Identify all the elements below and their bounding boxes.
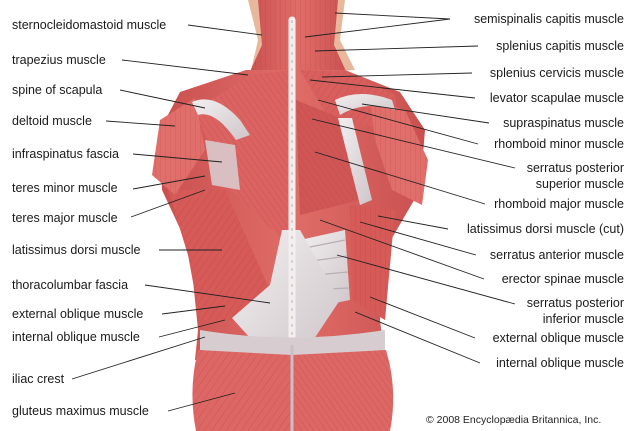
label-rhomboid-minor: rhomboid minor muscle — [494, 137, 624, 151]
label-spine-of-scapula: spine of scapula — [12, 83, 102, 97]
label-latissimus-dorsi: latissimus dorsi muscle — [12, 243, 141, 257]
label-internal-oblique-right: internal oblique muscle — [496, 356, 624, 370]
label-serratus-posterior-inferior-2: inferior muscle — [543, 312, 624, 326]
label-iliac-crest: iliac crest — [12, 372, 64, 386]
label-serratus-posterior-superior-2: superior muscle — [536, 177, 624, 191]
label-external-oblique-right: external oblique muscle — [493, 331, 624, 345]
label-splenius-capitis: splenius capitis muscle — [496, 39, 624, 53]
label-rhomboid-major: rhomboid major muscle — [494, 197, 624, 211]
label-erector-spinae: erector spinae muscle — [502, 272, 624, 286]
label-internal-oblique-left: internal oblique muscle — [12, 330, 140, 344]
label-teres-major: teres major muscle — [12, 211, 118, 225]
label-external-oblique-left: external oblique muscle — [12, 307, 143, 321]
label-levator-scapulae: levator scapulae muscle — [490, 91, 624, 105]
label-splenius-cervicis: splenius cervicis muscle — [490, 66, 624, 80]
label-serratus-posterior-inferior-1: serratus posterior — [527, 296, 624, 310]
label-deltoid: deltoid muscle — [12, 114, 92, 128]
label-teres-minor: teres minor muscle — [12, 181, 118, 195]
label-semispinalis-capitis: semispinalis capitis muscle — [474, 12, 624, 26]
copyright-credit: © 2008 Encyclopædia Britannica, Inc. — [426, 414, 601, 426]
label-thoracolumbar-fascia: thoracolumbar fascia — [12, 278, 128, 292]
label-sternocleidomastoid: sternocleidomastoid muscle — [12, 18, 166, 32]
label-gluteus-maximus: gluteus maximus muscle — [12, 404, 149, 418]
label-latissimus-dorsi-cut: latissimus dorsi muscle (cut) — [467, 222, 624, 236]
label-infraspinatus-fascia: infraspinatus fascia — [12, 147, 119, 161]
label-serratus-anterior: serratus anterior muscle — [490, 248, 624, 262]
label-trapezius: trapezius muscle — [12, 53, 106, 67]
label-supraspinatus: supraspinatus muscle — [503, 116, 624, 130]
label-serratus-posterior-superior-1: serratus posterior — [527, 161, 624, 175]
